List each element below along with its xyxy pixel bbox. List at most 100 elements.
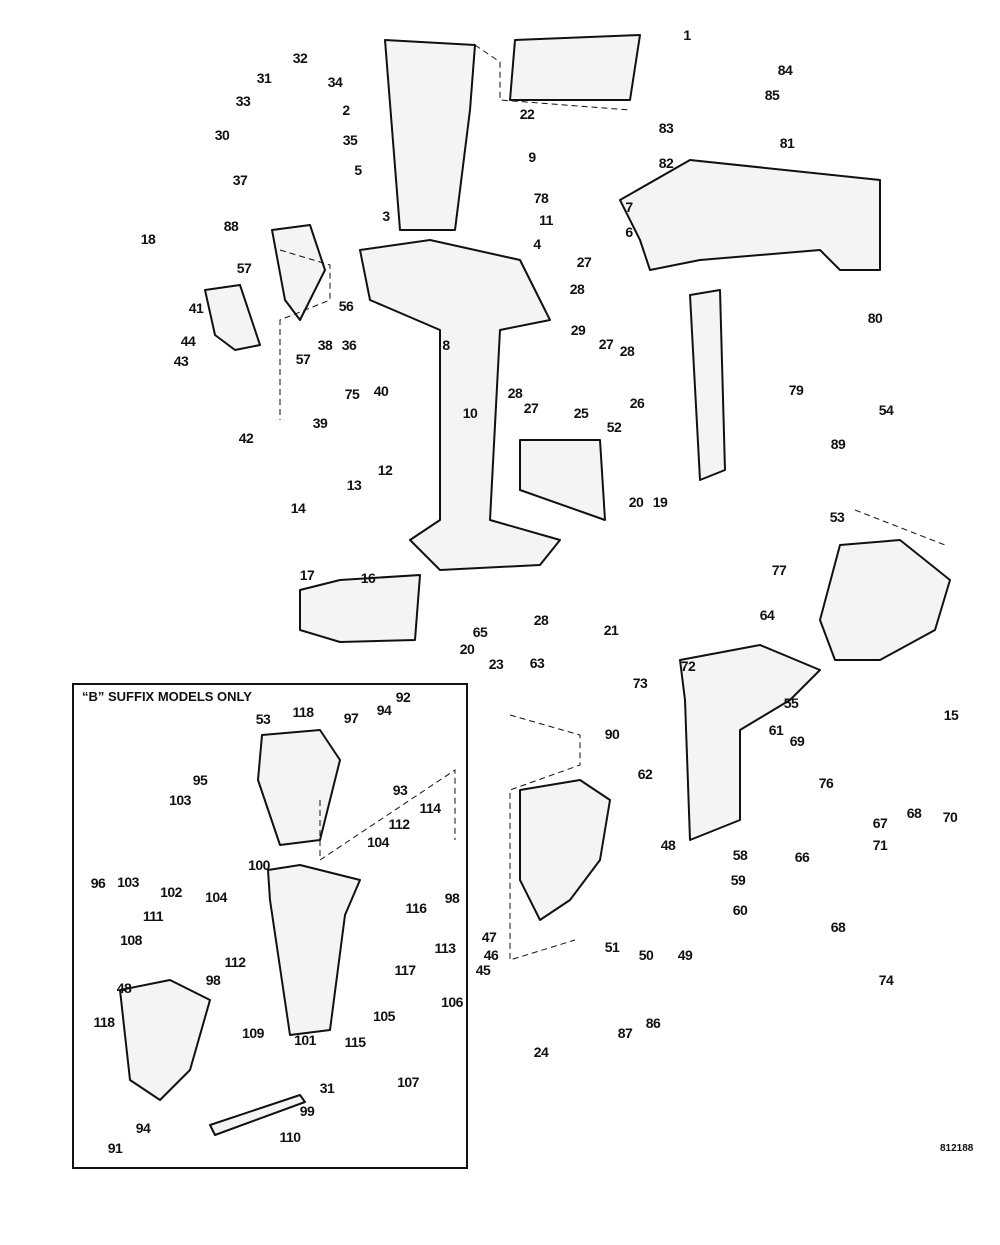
part-callout: 24 (533, 1044, 549, 1060)
part-callout: 29 (570, 322, 586, 338)
part-callout: 104 (205, 889, 227, 905)
part-callout: 51 (604, 939, 620, 955)
part-callout: 118 (93, 1014, 115, 1030)
part-callout: 115 (344, 1034, 366, 1050)
part-callout: 80 (867, 310, 883, 326)
swivel-bracket-part (679, 644, 821, 841)
part-callout: 59 (730, 872, 746, 888)
part-callout: 73 (632, 675, 648, 691)
part-callout: 92 (395, 689, 411, 705)
part-callout: 14 (290, 500, 306, 516)
part-callout: 105 (373, 1008, 395, 1024)
part-callout: 57 (295, 351, 311, 367)
exhaust-cover-part (519, 439, 606, 521)
part-callout: 58 (732, 847, 748, 863)
part-callout: 48 (660, 837, 676, 853)
part-callout: 53 (255, 711, 271, 727)
part-callout: 22 (519, 106, 535, 122)
part-callout: 8 (442, 337, 450, 353)
tilt-support-bar-part (209, 1094, 306, 1136)
part-callout: 83 (658, 120, 674, 136)
part-callout: 91 (107, 1140, 123, 1156)
part-callout: 50 (638, 947, 654, 963)
inset-title: “B” SUFFIX MODELS ONLY (82, 689, 252, 704)
tilt-lever-part (204, 284, 261, 351)
part-callout: 41 (188, 300, 204, 316)
part-callout: 104 (367, 834, 389, 850)
part-callout: 31 (256, 70, 272, 86)
part-callout: 94 (376, 702, 392, 718)
part-callout: 27 (598, 336, 614, 352)
part-callout: 116 (405, 900, 427, 916)
part-callout: 43 (173, 353, 189, 369)
part-callout: 62 (637, 766, 653, 782)
part-callout: 12 (377, 462, 393, 478)
part-callout: 15 (943, 707, 959, 723)
swivel-bracket-top-part (619, 159, 881, 271)
part-callout: 112 (224, 954, 246, 970)
assembly-guide-line (509, 714, 581, 961)
part-callout: 48 (116, 980, 132, 996)
part-callout: 28 (507, 385, 523, 401)
part-callout: 57 (236, 260, 252, 276)
part-callout: 114 (419, 800, 441, 816)
part-callout: 30 (214, 127, 230, 143)
part-callout: 20 (459, 641, 475, 657)
part-callout: 63 (529, 655, 545, 671)
part-callout: 42 (238, 430, 254, 446)
part-callout: 7 (625, 199, 633, 215)
part-callout: 98 (205, 972, 221, 988)
part-callout: 64 (759, 607, 775, 623)
part-callout: 17 (299, 567, 315, 583)
part-callout: 40 (373, 383, 389, 399)
part-callout: 36 (341, 337, 357, 353)
part-callout: 101 (294, 1032, 316, 1048)
drawing-number: 812188 (940, 1143, 974, 1154)
part-callout: 78 (533, 190, 549, 206)
assembly-guide-line (474, 44, 631, 111)
part-callout: 72 (680, 658, 696, 674)
part-callout: 81 (779, 135, 795, 151)
part-callout: 106 (441, 994, 463, 1010)
part-callout: 27 (523, 400, 539, 416)
part-callout: 96 (90, 875, 106, 891)
part-callout: 97 (343, 710, 359, 726)
part-callout: 38 (317, 337, 333, 353)
part-callout: 103 (117, 874, 139, 890)
part-callout: 2 (342, 102, 350, 118)
steering-tube-part (689, 289, 726, 481)
part-callout: 75 (344, 386, 360, 402)
part-callout: 76 (818, 775, 834, 791)
part-callout: 100 (248, 857, 270, 873)
part-callout: 6 (625, 224, 633, 240)
part-callout: 93 (392, 782, 408, 798)
part-callout: 84 (777, 62, 793, 78)
part-callout: 118 (292, 704, 314, 720)
part-callout: 34 (327, 74, 343, 90)
clamp-bracket-right-part (819, 539, 951, 661)
part-callout: 89 (830, 436, 846, 452)
part-callout: 19 (652, 494, 668, 510)
part-callout: 71 (872, 837, 888, 853)
part-callout: 102 (160, 884, 182, 900)
lower-cover-part (299, 574, 421, 643)
part-callout: 87 (617, 1025, 633, 1041)
part-callout: 69 (789, 733, 805, 749)
part-callout: 117 (394, 962, 416, 978)
part-callout: 55 (783, 695, 799, 711)
part-callout: 103 (169, 792, 191, 808)
assembly-guide-line (319, 769, 456, 861)
part-callout: 54 (878, 402, 894, 418)
part-callout: 52 (606, 419, 622, 435)
exhaust-housing-part (384, 39, 476, 231)
part-callout: 85 (764, 87, 780, 103)
swivel-bracket-b-part (267, 864, 361, 1036)
part-callout: 111 (142, 908, 164, 924)
part-callout: 21 (603, 622, 619, 638)
part-callout: 3 (382, 208, 390, 224)
part-callout: 45 (475, 962, 491, 978)
part-callout: 70 (942, 809, 958, 825)
part-callout: 77 (771, 562, 787, 578)
